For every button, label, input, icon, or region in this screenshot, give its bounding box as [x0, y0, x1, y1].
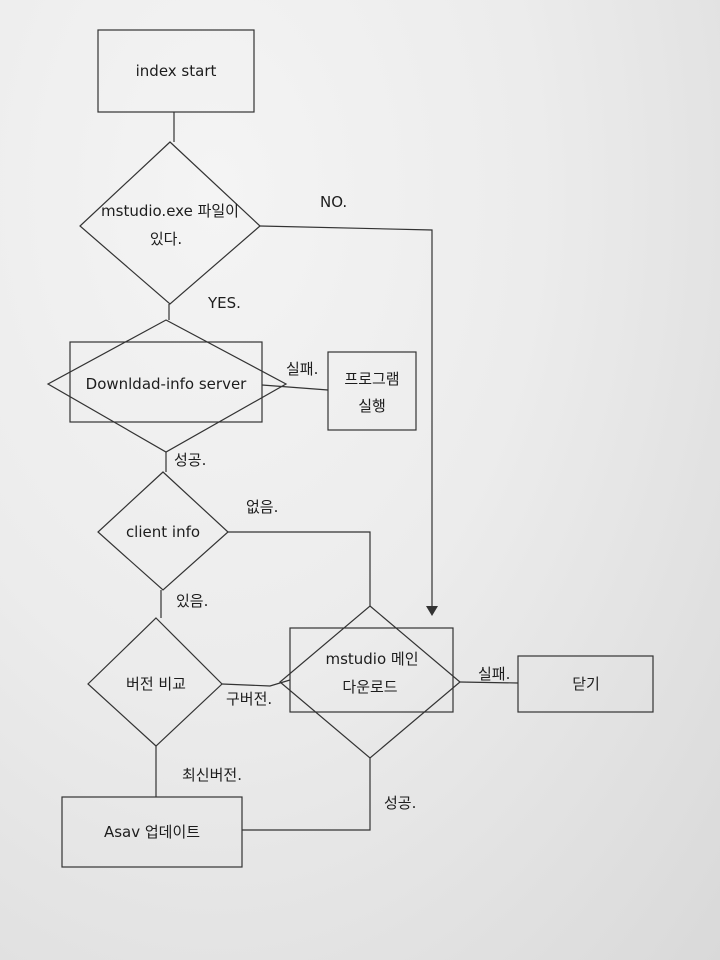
edge-label-success-1: 성공.: [174, 451, 206, 469]
edge-main-success: [242, 758, 371, 831]
node-version-compare: 버전 비교: [87, 617, 223, 747]
node-program-run-label-1: 프로그램: [344, 370, 399, 388]
node-asav-update: Asav 업데이트: [61, 796, 243, 868]
node-mstudio-main-label-2: 다운로드: [342, 678, 397, 696]
connectors: [155, 112, 519, 831]
edge-label-fail-2: 실패.: [478, 665, 510, 683]
edge-label-none: 없음.: [246, 498, 278, 516]
edge-label-success-2: 성공.: [384, 794, 416, 812]
node-download-info-label: Downldad-info server: [86, 375, 248, 393]
arrow-down-icon: [426, 606, 438, 616]
edge-old-version: [221, 679, 291, 687]
edge-label-exists: 있음.: [176, 592, 208, 610]
node-mstudio-main-label-1: mstudio 메인: [325, 650, 418, 668]
node-client-info: client info: [97, 471, 229, 591]
edge-download-fail: [261, 384, 329, 391]
node-version-compare-label: 버전 비교: [126, 675, 186, 693]
node-program-run: 프로그램 실행: [327, 351, 417, 431]
node-mstudio-check: mstudio.exe 파일이 있다.: [79, 141, 261, 305]
edge-check-no: [259, 225, 433, 608]
edge-label-old-version: 구버전.: [226, 690, 272, 708]
node-download-info: Downldad-info server: [46, 319, 288, 453]
edge-labels: NO. YES. 실패. 성공. 없음. 있음. 구버전. 실패. 최신버전. …: [174, 193, 510, 812]
edge-label-latest-version: 최신버전.: [182, 766, 242, 784]
node-mstudio-check-label-1: mstudio.exe 파일이: [101, 202, 239, 220]
node-close-label: 닫기: [572, 675, 600, 693]
edge-main-fail: [459, 681, 519, 684]
node-close: 닫기: [517, 655, 654, 713]
node-asav-update-label: Asav 업데이트: [104, 823, 200, 841]
node-program-run-label-2: 실행: [358, 397, 386, 415]
edge-client-none: [228, 531, 371, 606]
node-mstudio-main: mstudio 메인 다운로드: [279, 605, 461, 759]
edge-label-no: NO.: [320, 193, 347, 211]
node-index-start-label: index start: [136, 62, 217, 80]
edge-label-fail-1: 실패.: [286, 360, 318, 378]
node-index-start: index start: [97, 29, 255, 113]
node-client-info-label: client info: [126, 523, 200, 541]
edge-label-yes: YES.: [207, 294, 241, 312]
node-mstudio-check-label-2: 있다.: [150, 230, 182, 248]
